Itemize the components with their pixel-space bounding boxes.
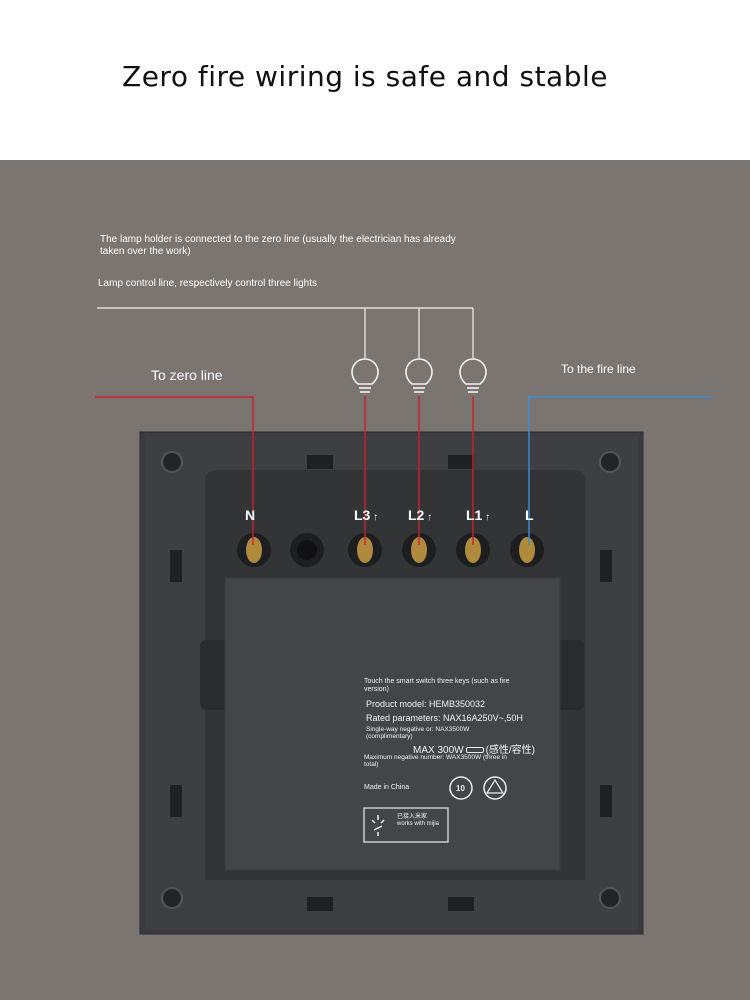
product-description: Touch the smart switch three keys (such … [364,678,510,693]
control-wires [97,307,474,358]
lamp-control-note: Lamp control line, respectively control … [98,278,317,289]
fire-line-label: To the fire line [561,362,636,376]
live-wire [528,396,712,545]
terminal-label-n: N [245,507,256,523]
arrow-up-icon: ↑ [370,512,379,523]
neutral-wires [95,396,474,545]
arrow-up-icon: ↑ [482,512,491,523]
max-power: MAX 300W(感性/容性) [413,745,536,756]
mijia-text: 已接入米家 works with mijia [397,814,440,827]
single-way-note: Single-way negative or: NAX3500W (compli… [366,726,470,740]
header: Zero fire wiring is safe and stable [0,0,750,160]
badge-number: 10 [456,784,465,793]
recycle-badge-icon [449,776,473,800]
product-photo: The lamp holder is connected to the zero… [0,160,750,1000]
power-bar-icon [465,747,484,754]
terminal-label-l: L [525,507,534,523]
terminal-label-l3: L3 ↑ [354,507,379,523]
made-in-label: Made in China [364,784,410,791]
switch-illustration [95,307,712,935]
light-bulb-icon [351,358,487,393]
max-negative-note: Maximum negative number: WAX3500W (three… [364,754,507,768]
terminal-screws [237,533,544,567]
page-title: Zero fire wiring is safe and stable [122,60,608,93]
lamp-holder-note: The lamp holder is connected to the zero… [100,234,456,257]
zero-line-label: To zero line [151,367,223,383]
mounting-slots [170,455,612,911]
rated-parameters: Rated parameters: NAX16A250V~,50H [366,713,523,723]
terminal-label-l2: L2 ↑ [408,507,433,523]
control-module [224,577,561,871]
arrow-up-icon: ↑ [424,512,433,523]
mijia-icon [371,815,385,836]
product-model: Product model: HEMB350032 [366,699,486,709]
mijia-logo [363,807,449,843]
screw-hole-icon [161,451,621,909]
terminal-label-l1: L1 ↑ [466,507,491,523]
safety-badge-icon [483,776,507,800]
